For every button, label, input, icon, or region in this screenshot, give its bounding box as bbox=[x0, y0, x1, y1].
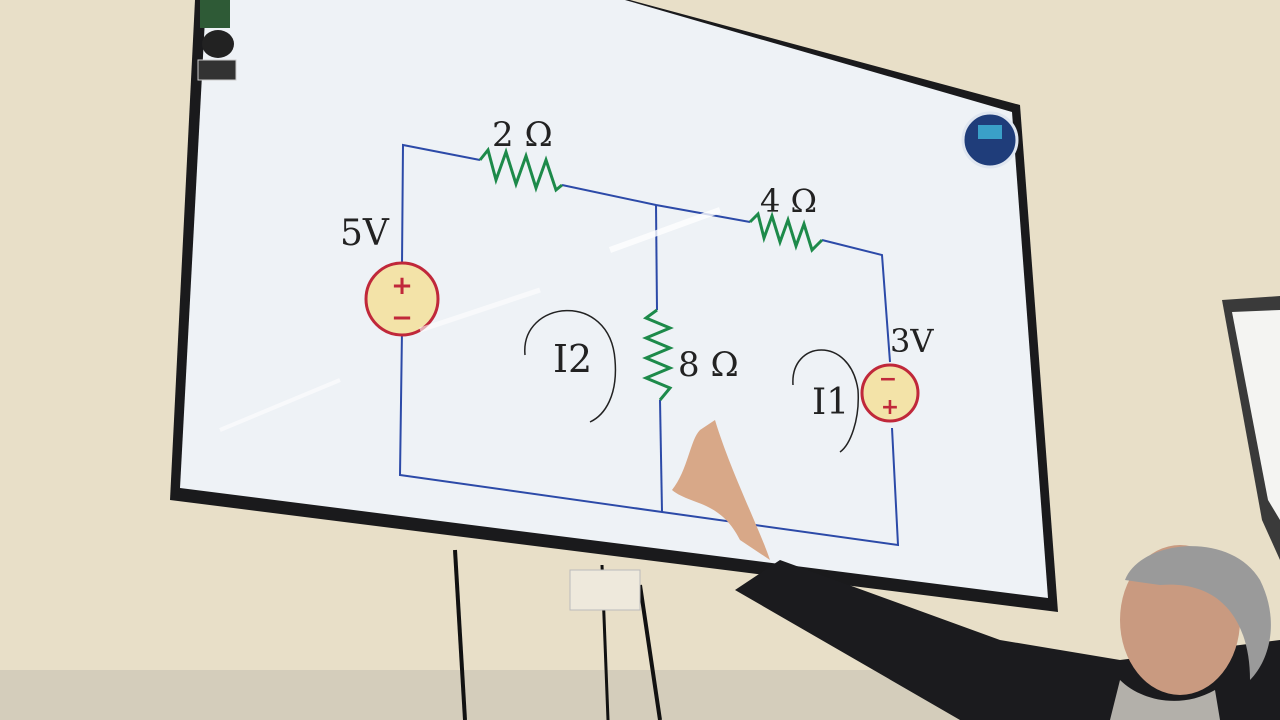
source-5v-label: 5V bbox=[340, 213, 390, 254]
minus-sign: − bbox=[879, 367, 897, 392]
voltage-source-3v: − + bbox=[860, 363, 920, 423]
cable bbox=[638, 584, 662, 720]
resistor-2-ohm bbox=[478, 146, 563, 193]
cable bbox=[453, 549, 467, 720]
loop-arrow-i2 bbox=[524, 309, 617, 423]
sticker bbox=[202, 30, 234, 58]
sticker bbox=[200, 0, 230, 28]
loop-arrow-i1 bbox=[792, 349, 859, 453]
whiteboard bbox=[1232, 310, 1280, 520]
university-logo bbox=[961, 111, 1019, 169]
resistor-8-ohm-label: 8 Ω bbox=[678, 345, 739, 385]
logo-detail bbox=[978, 125, 1002, 139]
voltage-source-5v: + − bbox=[364, 261, 440, 337]
source-3v-label: 3V bbox=[890, 322, 934, 360]
plus-sign: + bbox=[881, 395, 899, 420]
screen-glare bbox=[419, 287, 541, 333]
presenter bbox=[672, 420, 1280, 720]
minus-sign: − bbox=[391, 303, 413, 333]
tv-screen bbox=[180, 0, 1048, 598]
circuit-wires bbox=[398, 143, 900, 547]
resistor-2-ohm-label: 2 Ω bbox=[492, 115, 553, 155]
power-outlet bbox=[569, 569, 641, 611]
screen-glare bbox=[608, 207, 722, 253]
loop-current-i2-label: I2 bbox=[553, 337, 592, 381]
screen-glare bbox=[219, 378, 341, 432]
loop-current-i1-label: I1 bbox=[812, 382, 849, 423]
sticker bbox=[197, 59, 237, 81]
resistor-8-ohm bbox=[642, 308, 674, 401]
resistor-4-ohm bbox=[748, 211, 824, 253]
plus-sign: + bbox=[391, 271, 413, 301]
resistor-4-ohm-label: 4 Ω bbox=[760, 182, 817, 220]
